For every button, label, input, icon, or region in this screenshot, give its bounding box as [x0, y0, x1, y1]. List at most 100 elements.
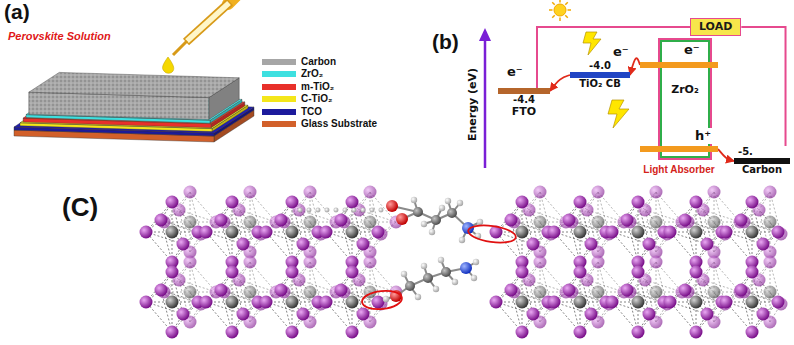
iodine-atom — [357, 238, 370, 251]
iodine-atom — [286, 326, 299, 339]
hydrogen-bond-dot — [370, 208, 375, 213]
energy-level: -4.0TiO₂ CB — [570, 60, 630, 90]
iodine-atom — [650, 256, 663, 269]
energy-level: -4.4FTO — [498, 88, 550, 118]
hydrogen-bond-dot — [325, 208, 330, 213]
iodine-atom — [757, 238, 770, 251]
iodine-atom — [226, 326, 239, 339]
iodine-atom — [237, 238, 250, 251]
pipette-tube — [186, 2, 230, 42]
molecule-atom — [459, 237, 465, 243]
lead-atom — [632, 296, 645, 309]
legend-text: Carbon — [301, 56, 336, 67]
iodine-atom — [226, 196, 239, 209]
iodine-atom — [690, 266, 703, 279]
legend-item: C-TiO₂ — [262, 93, 332, 105]
iodine-atom — [166, 326, 179, 339]
iodine-atom — [621, 214, 634, 227]
lead-atom — [166, 296, 179, 309]
molecule-atom — [415, 294, 421, 300]
iodine-atom — [275, 284, 288, 297]
legend-item: ZrO₂ — [262, 68, 323, 80]
legend-item: TCO — [262, 106, 322, 118]
iodine-atom — [505, 284, 518, 297]
iodine-atom — [701, 238, 714, 251]
lattice-bonds — [146, 192, 781, 332]
iodine-atom — [548, 296, 561, 309]
lead-atom — [226, 296, 239, 309]
molecule-atom — [477, 219, 483, 225]
iodine-atom — [244, 186, 257, 199]
iodine-atom — [184, 186, 197, 199]
molecule-atom — [441, 267, 451, 277]
iodine-atom — [286, 266, 299, 279]
iodine-atom — [346, 326, 359, 339]
carrier-label: e⁻ — [684, 42, 700, 57]
hydrogen-bond-dot — [379, 208, 384, 213]
node-text: Light Absorber — [640, 60, 718, 176]
lead-atom — [346, 296, 359, 309]
iodine-atom — [184, 256, 197, 269]
iodine-atom — [320, 296, 333, 309]
molecule-atom — [383, 296, 389, 302]
lead-atom — [746, 226, 759, 239]
sun-ray — [559, 0, 561, 3]
iodine-atom — [516, 266, 529, 279]
iodine-atom — [237, 308, 250, 321]
iodine-atom — [563, 214, 576, 227]
absorber-levels: Light Absorber — [640, 60, 718, 178]
level-bar — [640, 146, 718, 152]
iodine-atom — [140, 226, 153, 239]
molecule-atom — [438, 257, 444, 263]
iodine-atom — [574, 326, 587, 339]
legend-swatch — [262, 96, 296, 102]
iodine-atom — [357, 308, 370, 321]
solution-label: Perovskite Solution — [8, 30, 111, 42]
legend-swatch — [262, 84, 296, 90]
iodine-atom — [650, 186, 663, 199]
electron-arrow — [630, 58, 640, 75]
iodine-atom — [286, 196, 299, 209]
device-stack — [14, 72, 254, 142]
molecule-atom — [471, 275, 477, 281]
iodine-atom — [621, 284, 634, 297]
molecule-atom — [433, 286, 439, 292]
iodine-atom — [177, 238, 190, 251]
iodine-atom — [735, 214, 748, 227]
molecule-atom — [411, 197, 417, 203]
iodine-atom — [679, 284, 692, 297]
iodine-atom — [297, 308, 310, 321]
iodine-atom — [534, 256, 547, 269]
sun-ray — [565, 15, 567, 17]
node-text: -4.4 — [498, 94, 550, 106]
molecule-atom — [452, 279, 458, 285]
molecule-atom — [386, 200, 398, 212]
pipette-glass — [187, 3, 229, 41]
iodine-atom — [757, 308, 770, 321]
pipette-tip — [173, 41, 187, 55]
iodine-atom — [244, 256, 257, 269]
node-text: LOAD — [699, 20, 732, 34]
lead-atom — [516, 226, 529, 239]
iodine-atom — [574, 196, 587, 209]
iodine-atom — [516, 196, 529, 209]
iodine-atom — [764, 256, 777, 269]
iodine-atom — [372, 226, 385, 239]
iodine-atom — [690, 326, 703, 339]
hole-arrow — [718, 149, 734, 161]
iodine-atom — [304, 256, 317, 269]
molecule-atom — [460, 262, 472, 274]
node-text: -4.0 — [570, 60, 630, 72]
iodine-atom — [335, 284, 348, 297]
highlight-ellipse — [361, 289, 403, 311]
iodine-atom — [275, 214, 288, 227]
axis-label: Energy (eV) — [466, 67, 479, 140]
molecule-atom — [429, 229, 435, 235]
legend-swatch — [262, 59, 296, 65]
panel-label: (C) — [62, 192, 98, 223]
lead-atom — [574, 226, 587, 239]
iodine-atom — [346, 266, 359, 279]
iodine-atom — [260, 296, 273, 309]
iodine-atom — [527, 238, 540, 251]
iodine-atom — [679, 214, 692, 227]
